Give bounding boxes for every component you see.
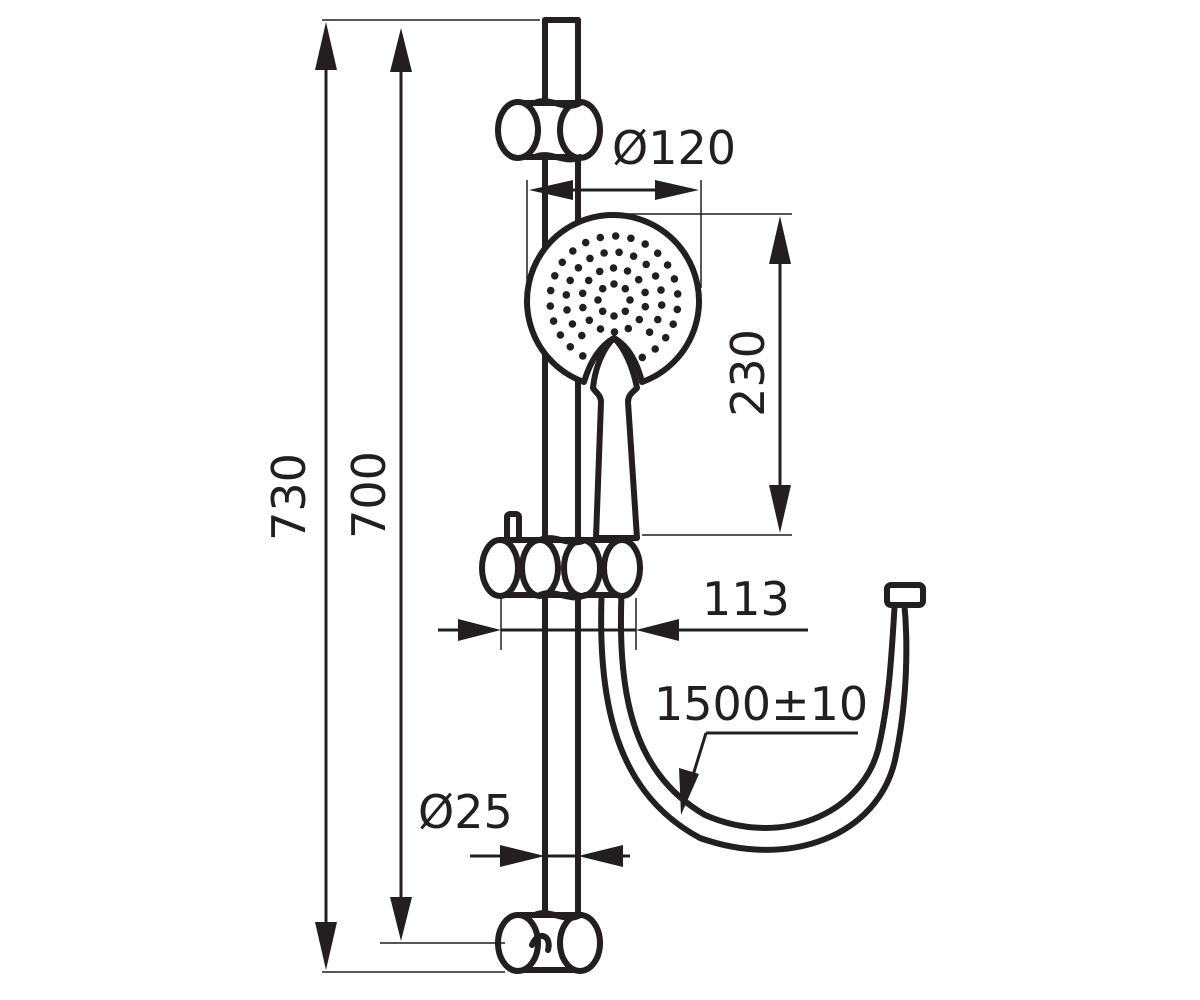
holder-projection-label: 113: [702, 572, 790, 626]
spray-nozzle: [651, 272, 660, 280]
spray-nozzle: [574, 264, 583, 272]
shower-hose: [598, 562, 926, 853]
spray-nozzle: [657, 286, 665, 294]
spray-nozzle: [546, 302, 555, 310]
spray-nozzle: [673, 290, 682, 298]
spray-nozzle: [610, 280, 618, 288]
spray-nozzle: [638, 353, 647, 362]
spray-nozzle: [579, 352, 587, 360]
rail-bar: [542, 17, 581, 973]
dimension-holder-projection: 113: [438, 572, 808, 650]
spray-nozzle: [669, 320, 677, 329]
total-height-label: 730: [262, 453, 316, 541]
spray-nozzle: [657, 301, 666, 309]
spray-nozzle: [558, 258, 567, 267]
spray-nozzle: [578, 331, 586, 340]
top-wall-bracket: [495, 98, 603, 163]
spray-nozzle: [546, 286, 555, 295]
spray-nozzle: [595, 267, 604, 276]
spray-nozzle: [598, 307, 607, 316]
spray-nozzle: [578, 289, 587, 298]
dimension-hose-length: 1500±10: [654, 677, 868, 815]
hose-nut: [884, 582, 926, 608]
spray-nozzle: [623, 267, 632, 275]
spray-nozzle: [568, 320, 577, 328]
dimension-head-height: 230: [620, 213, 792, 536]
spray-nozzle: [610, 312, 618, 320]
spray-nozzle: [579, 303, 587, 312]
spray-nozzle: [627, 234, 635, 243]
spray-nozzle: [596, 233, 605, 242]
spray-nozzle: [598, 284, 607, 293]
spray-nozzle: [641, 288, 649, 297]
hose-length-label: 1500±10: [654, 677, 868, 731]
spray-nozzle: [645, 328, 654, 337]
spray-nozzle: [670, 275, 679, 283]
spray-nozzle: [551, 272, 559, 280]
dimension-rail-length: 700: [342, 28, 505, 944]
spray-nozzle: [563, 306, 571, 314]
dimension-rail-diameter: Ø25: [418, 785, 630, 867]
spray-nozzle: [585, 316, 594, 325]
spray-nozzle: [634, 275, 643, 284]
dimension-head-diameter: Ø120: [526, 121, 736, 288]
spray-nozzle: [641, 240, 649, 248]
dimension-total-height: 730: [262, 19, 540, 973]
spray-nozzle: [621, 307, 630, 316]
spray-nozzle: [596, 325, 605, 333]
spray-nozzle: [641, 302, 650, 311]
spray-nozzle: [549, 317, 558, 325]
spray-nozzle: [663, 261, 672, 269]
spray-nozzle: [581, 238, 590, 247]
rail-diameter-label: Ø25: [418, 785, 513, 839]
spray-nozzle: [626, 296, 634, 304]
spray-nozzle: [556, 331, 565, 339]
spray-nozzle: [586, 254, 594, 263]
spray-nozzle: [673, 305, 682, 314]
spray-nozzle: [566, 276, 574, 285]
hand-shower-handle: [590, 335, 640, 541]
spray-nozzle: [609, 264, 618, 272]
spray-nozzle: [600, 249, 608, 257]
spray-nozzle: [635, 315, 644, 324]
hand-shower: [524, 212, 702, 541]
spray-nozzle: [610, 328, 619, 336]
spray-nozzle: [566, 343, 575, 351]
head-height-label: 230: [721, 329, 775, 417]
head-diameter-label: Ø120: [612, 121, 736, 175]
spray-nozzle: [642, 260, 650, 269]
spray-nozzle: [615, 248, 623, 257]
spray-nozzle: [654, 315, 662, 324]
spray-nozzle: [569, 247, 577, 255]
rail-length-label: 700: [342, 451, 396, 539]
spray-nozzle: [651, 345, 659, 353]
spray-nozzle: [594, 296, 602, 304]
spray-nozzle: [562, 291, 571, 299]
hand-shower-head: [524, 212, 702, 385]
spray-nozzles: [546, 232, 682, 362]
bottom-wall-bracket: [495, 910, 603, 974]
spray-nozzle: [621, 284, 630, 293]
spray-nozzle: [584, 276, 593, 285]
spray-nozzle: [624, 324, 633, 333]
slide-rail: [542, 17, 581, 973]
spray-nozzle: [629, 252, 638, 260]
spray-nozzle: [611, 232, 620, 240]
sliding-holder: [479, 511, 643, 601]
spray-nozzle: [661, 333, 670, 342]
spray-nozzle: [653, 249, 662, 257]
